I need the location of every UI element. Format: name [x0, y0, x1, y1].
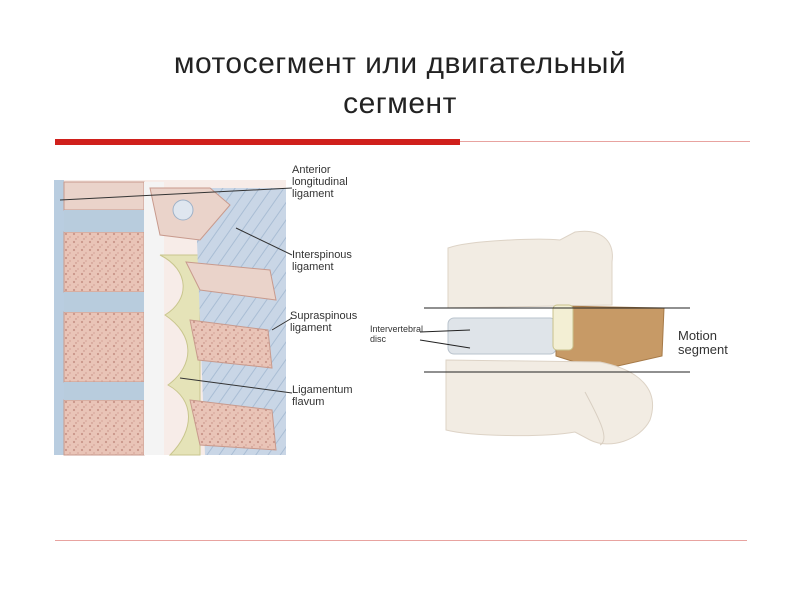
vertebral-body: [64, 312, 144, 382]
label-line: disc: [370, 334, 423, 344]
label-line: ligament: [292, 261, 352, 273]
label-line: Anterior: [292, 164, 348, 176]
intervertebral-disc: [448, 318, 556, 354]
disc: [64, 210, 144, 232]
facet-joint: [553, 305, 573, 350]
label-line: Supraspinous: [290, 310, 357, 322]
foramen: [173, 200, 193, 220]
vertebral-body: [64, 232, 144, 292]
label-line: Ligamentum: [292, 384, 353, 396]
label-line: ligament: [292, 188, 348, 200]
vertebral-body: [64, 400, 144, 455]
label-line: Interspinous: [292, 249, 352, 261]
sagittal-section: [54, 180, 292, 455]
label-line: segment: [678, 343, 728, 357]
motion-segment-figure: [420, 231, 690, 445]
label-supraspinous-ligament: Supraspinous ligament: [290, 310, 357, 334]
label-interspinous-ligament: Interspinous ligament: [292, 249, 352, 273]
label-line: flavum: [292, 396, 353, 408]
label-intervertebral-disc: Intervertebral disc: [370, 324, 423, 344]
label-ligamentum-flavum: Ligamentum flavum: [292, 384, 353, 408]
anterior-ligament-strip: [54, 180, 64, 455]
label-anterior-longitudinal-ligament: Anterior longitudinal ligament: [292, 164, 348, 200]
label-line: Intervertebral: [370, 324, 423, 334]
lower-vertebra: [446, 360, 653, 444]
label-line: Motion: [678, 329, 728, 343]
disc: [64, 292, 144, 312]
label-line: ligament: [290, 322, 357, 334]
disc: [64, 382, 144, 400]
label-line: longitudinal: [292, 176, 348, 188]
upper-vertebra: [448, 231, 612, 308]
label-motion-segment: Motion segment: [678, 329, 728, 357]
